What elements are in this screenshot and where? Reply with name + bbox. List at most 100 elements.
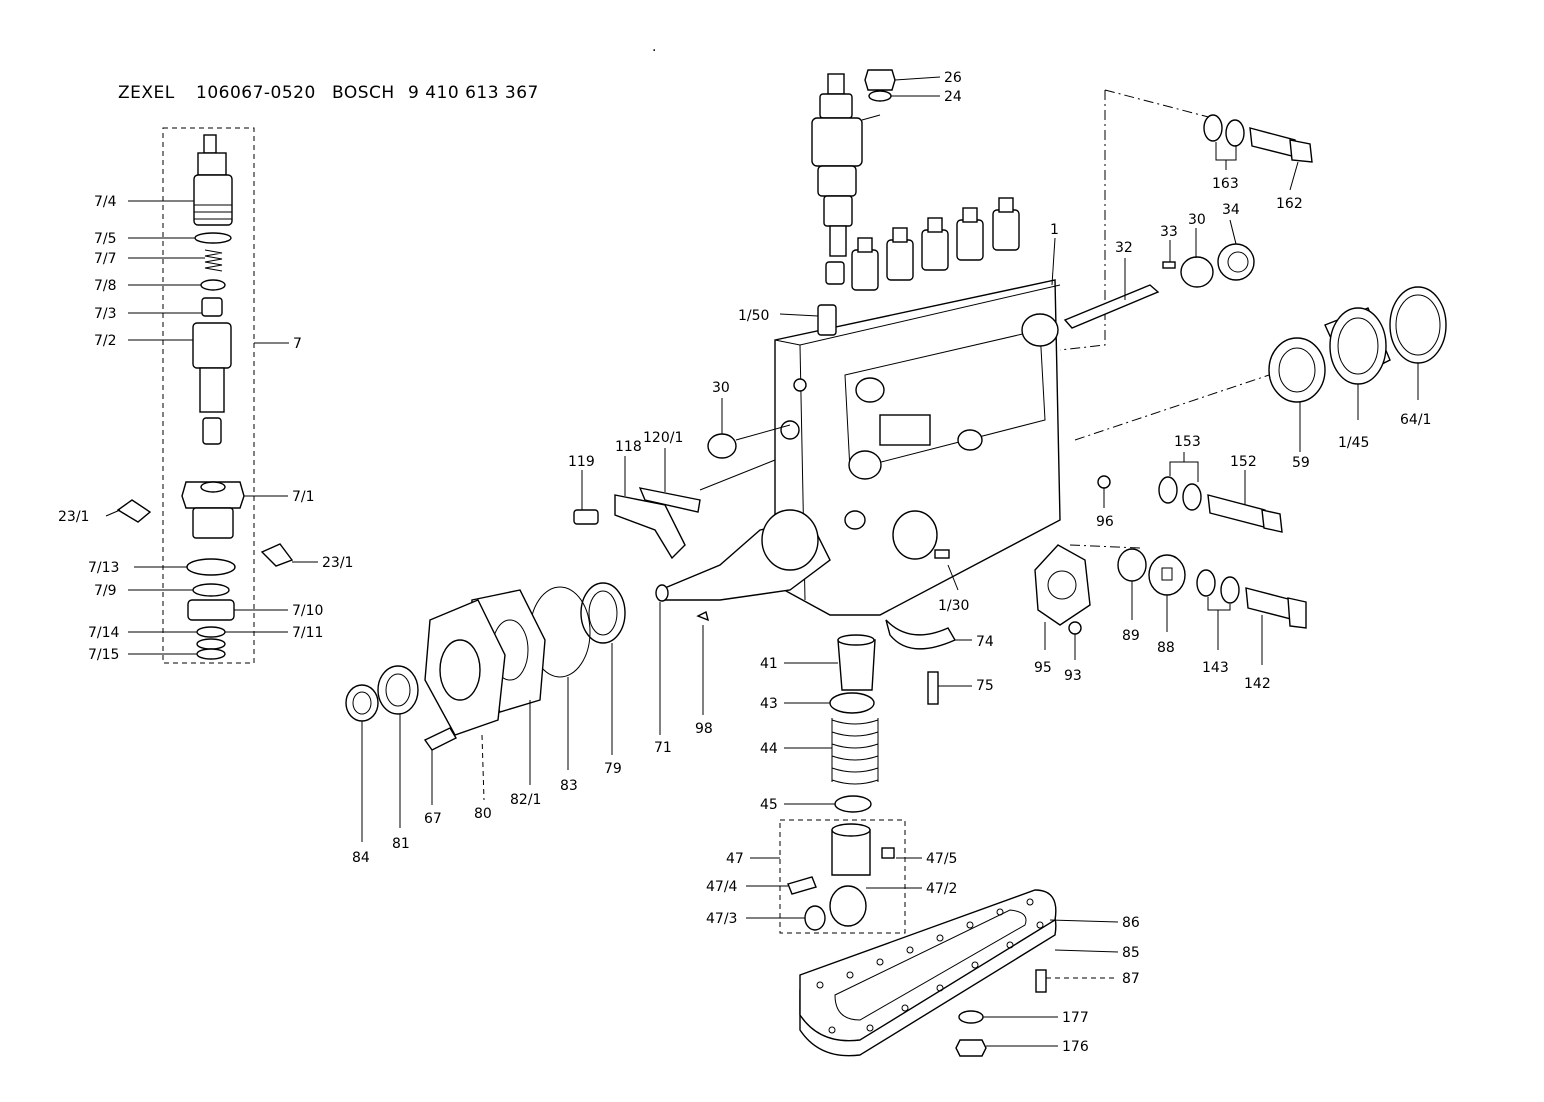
label-41: 41 xyxy=(760,656,778,672)
label-67: 67 xyxy=(424,811,442,827)
cover-plate-86 xyxy=(799,889,1057,1042)
plug-30 xyxy=(1180,256,1214,288)
label-7-10: 7/10 xyxy=(292,603,323,619)
header: ZEXEL 106067-0520 BOSCH 9 410 613 367 xyxy=(118,83,539,103)
label-176: 176 xyxy=(1062,1039,1089,1055)
label-47-4: 47/4 xyxy=(706,879,738,895)
label-26: 26 xyxy=(944,70,962,86)
label-152: 152 xyxy=(1230,454,1257,470)
label-59: 59 xyxy=(1292,455,1310,471)
label-45: 45 xyxy=(760,797,778,813)
holder-body xyxy=(193,174,233,226)
plate-120-1 xyxy=(638,487,701,513)
label-30-top: 30 xyxy=(1188,212,1206,228)
label-71: 71 xyxy=(654,740,672,756)
ring-7-11 xyxy=(196,626,226,638)
label-34: 34 xyxy=(1222,202,1240,218)
brand-zexel: ZEXEL xyxy=(118,83,175,103)
holder-hex xyxy=(197,152,227,176)
roller-pin-47-4 xyxy=(787,876,817,895)
label-7-11: 7/11 xyxy=(292,625,323,641)
label-33: 33 xyxy=(1160,224,1178,240)
seal-64-1 xyxy=(1389,286,1447,364)
screw-75 xyxy=(927,671,939,705)
label-47: 47 xyxy=(726,851,744,867)
overflow-valve-assembly: 26 24 1/50 xyxy=(738,69,962,336)
bushing-47-3 xyxy=(804,905,826,931)
screw-87 xyxy=(1035,969,1047,993)
bosch-part-number: 9 410 613 367 xyxy=(408,83,539,103)
label-71-top-mark: · xyxy=(652,43,656,59)
label-87: 87 xyxy=(1122,971,1140,987)
label-1: 1 xyxy=(1050,222,1059,238)
label-7-2: 7/2 xyxy=(94,333,117,349)
bottom-cover: 86 85 87 177 176 xyxy=(799,889,1140,1057)
label-82-1: 82/1 xyxy=(510,792,541,808)
front-parts: 30 120/1 118 119 71 · 98 79 83 xyxy=(345,43,831,866)
label-98: 98 xyxy=(695,721,713,737)
lever-118 xyxy=(614,494,686,560)
bolt-152 xyxy=(1207,494,1269,529)
sleeve-41 xyxy=(837,639,876,691)
label-118: 118 xyxy=(615,439,642,455)
cover-holes xyxy=(816,898,1044,1034)
bolt-119 xyxy=(573,509,599,525)
spring-44 xyxy=(831,719,879,785)
label-7-5: 7/5 xyxy=(94,231,117,247)
label-7-7: 7/7 xyxy=(94,251,117,267)
pin-33 xyxy=(1162,261,1176,269)
label-23-1-left: 23/1 xyxy=(58,509,89,525)
assembly-7-dashed-box xyxy=(162,127,255,664)
label-43: 43 xyxy=(760,696,778,712)
label-24: 24 xyxy=(944,89,962,105)
label-23-1-right: 23/1 xyxy=(322,555,353,571)
screw-96 xyxy=(1097,475,1111,489)
ring-7-13 xyxy=(186,558,236,576)
seat-45 xyxy=(834,795,872,813)
barrel-stem xyxy=(199,367,225,413)
label-142: 142 xyxy=(1244,676,1271,692)
spring-7-7 xyxy=(204,249,223,272)
label-7-4: 7/4 xyxy=(94,194,117,210)
flange-7-1 xyxy=(181,481,245,509)
nut-26 xyxy=(864,69,896,91)
lever-32 xyxy=(1063,284,1160,329)
ring-7-15 xyxy=(196,648,226,660)
delivery-valve-holders xyxy=(851,197,1020,291)
barrel-7-2 xyxy=(192,322,232,369)
clip-23-1-right xyxy=(260,543,294,567)
label-44: 44 xyxy=(760,741,778,757)
clip-23-1-left xyxy=(116,499,152,523)
pump-housing xyxy=(774,197,1061,616)
washer-177 xyxy=(958,1010,984,1024)
washer-24 xyxy=(868,90,892,102)
label-95: 95 xyxy=(1034,660,1052,676)
label-153: 153 xyxy=(1174,434,1201,450)
label-74: 74 xyxy=(976,634,994,650)
tappet-47-dashed-box xyxy=(779,819,906,934)
label-89: 89 xyxy=(1122,628,1140,644)
plug-176 xyxy=(955,1039,987,1057)
brand-bosch: BOSCH xyxy=(332,83,395,103)
label-7-9: 7/9 xyxy=(94,583,117,599)
label-7-15: 7/15 xyxy=(88,647,119,663)
cover-95 xyxy=(1034,544,1091,626)
label-88: 88 xyxy=(1157,640,1175,656)
label-143: 143 xyxy=(1202,660,1229,676)
zexel-part-number: 106067-0520 xyxy=(196,83,316,103)
label-93: 93 xyxy=(1064,668,1082,684)
shell-74 xyxy=(885,619,956,650)
holder-nipple xyxy=(203,134,217,154)
washer-7-9 xyxy=(192,583,230,597)
label-64-1: 64/1 xyxy=(1400,412,1431,428)
label-7-8: 7/8 xyxy=(94,278,117,294)
label-1-50: 1/50 xyxy=(738,308,769,324)
roller-47-2 xyxy=(829,885,867,927)
label-7-1: 7/1 xyxy=(292,489,315,505)
o-ring-7-5 xyxy=(194,232,232,244)
label-96: 96 xyxy=(1096,514,1114,530)
label-119: 119 xyxy=(568,454,595,470)
label-75: 75 xyxy=(976,678,994,694)
label-86: 86 xyxy=(1122,915,1140,931)
